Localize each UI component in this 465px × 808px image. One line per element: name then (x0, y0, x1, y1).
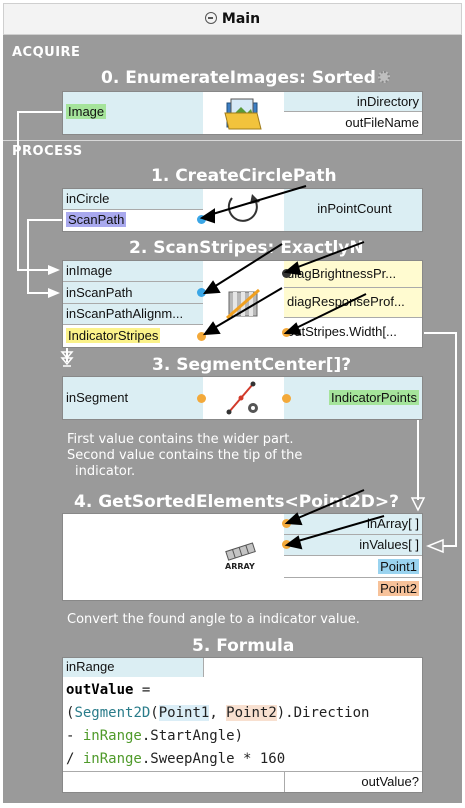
point1-output-cell: Point1 (284, 556, 422, 578)
comment-1: First value contains the wider part. Sec… (67, 432, 303, 479)
port-dot[interactable] (197, 215, 206, 224)
diag-brightness-output[interactable]: diagBrightnessPr... (284, 261, 422, 288)
folder-images-icon (224, 98, 262, 130)
out-value-output[interactable]: outValue? (284, 771, 422, 792)
filter-1-title[interactable]: 1. CreateCirclePath (151, 166, 337, 186)
filter-5-box[interactable] (62, 657, 423, 793)
in-scan-path-input[interactable]: inScanPath (63, 282, 203, 304)
filter-4-title[interactable]: 4. GetSortedElements<Point2D>? (74, 492, 399, 512)
section-divider (3, 140, 462, 141)
port-dot[interactable] (197, 394, 206, 403)
indicator-stripes-output-cell: IndicatorStripes (63, 325, 203, 347)
port-dot[interactable] (282, 540, 291, 549)
formula-code[interactable]: outValue = (Segment2D(Point1, Point2).Di… (66, 682, 370, 767)
port-dot[interactable] (197, 288, 206, 297)
out-stripes-width-output[interactable]: outStripes.Width[... (284, 318, 422, 347)
point2-output-cell: Point2 (284, 578, 422, 600)
filter-1-icon-cell (203, 189, 284, 231)
filter-0-title[interactable]: 0. EnumerateImages: Sorted (101, 68, 390, 88)
port-dot[interactable] (197, 332, 206, 341)
title-bar[interactable]: Main (3, 3, 462, 35)
circle-path-icon (227, 194, 260, 222)
in-point-count-input[interactable]: inPointCount (284, 189, 422, 231)
in-range-input[interactable]: inRange (63, 658, 203, 677)
array-icon-caption: ARRAY (225, 562, 255, 571)
in-scan-path-alignment-input[interactable]: inScanPathAlignm... (63, 304, 203, 325)
in-array-input[interactable]: inArray[ ] (284, 514, 422, 535)
indicator-points-output-cell: IndicatorPoints (284, 377, 422, 419)
main-circle-icon (204, 12, 217, 24)
filter-5-title[interactable]: 5. Formula (192, 636, 295, 656)
scan-stripes-icon (226, 288, 260, 320)
in-values-input[interactable]: inValues[ ] (284, 535, 422, 556)
filter-0-icon-cell (203, 92, 284, 134)
formula-spacer (63, 771, 284, 792)
point2-label[interactable]: Point2 (378, 581, 419, 596)
diag-response-output[interactable]: diagResponseProf... (284, 288, 422, 318)
port-dot[interactable] (282, 519, 291, 528)
port-dot[interactable] (282, 269, 291, 278)
port-dot[interactable] (282, 328, 291, 337)
in-directory-input[interactable]: inDirectory (284, 92, 422, 112)
filter-2-icon-cell (203, 261, 284, 347)
window-title: Main (221, 11, 261, 27)
filter-0-output-cell: Image (63, 92, 203, 134)
filter-3-icon-cell (203, 377, 284, 419)
comment-2: Convert the found angle to a indicator v… (67, 612, 360, 627)
indicator-stripes-label[interactable]: IndicatorStripes (66, 328, 161, 343)
segment-center-icon (226, 381, 258, 415)
indicator-points-label[interactable]: IndicatorPoints (329, 390, 419, 405)
section-acquire: ACQUIRE (12, 45, 81, 60)
scan-path-label[interactable]: ScanPath (66, 212, 127, 227)
array-icon (225, 542, 256, 561)
scan-path-output-cell: ScanPath (63, 210, 203, 231)
filter-4-icon-cell: ARRAY (63, 514, 284, 600)
in-range-value[interactable] (203, 658, 422, 677)
filter-3-title[interactable]: 3. SegmentCenter[]? (152, 355, 352, 375)
section-process: PROCESS (12, 144, 83, 159)
in-segment-input[interactable]: inSegment (63, 377, 203, 419)
in-circle-input[interactable]: inCircle (63, 189, 203, 210)
point1-label[interactable]: Point1 (378, 559, 419, 574)
filter-2-title[interactable]: 2. ScanStripes: ExactlyN (129, 238, 364, 258)
image-output-label[interactable]: Image (66, 104, 107, 119)
in-image-input[interactable]: inImage (63, 261, 203, 282)
gear-icon[interactable] (377, 71, 390, 83)
port-dot[interactable] (282, 394, 291, 403)
out-file-name-output[interactable]: outFileName (284, 113, 422, 134)
